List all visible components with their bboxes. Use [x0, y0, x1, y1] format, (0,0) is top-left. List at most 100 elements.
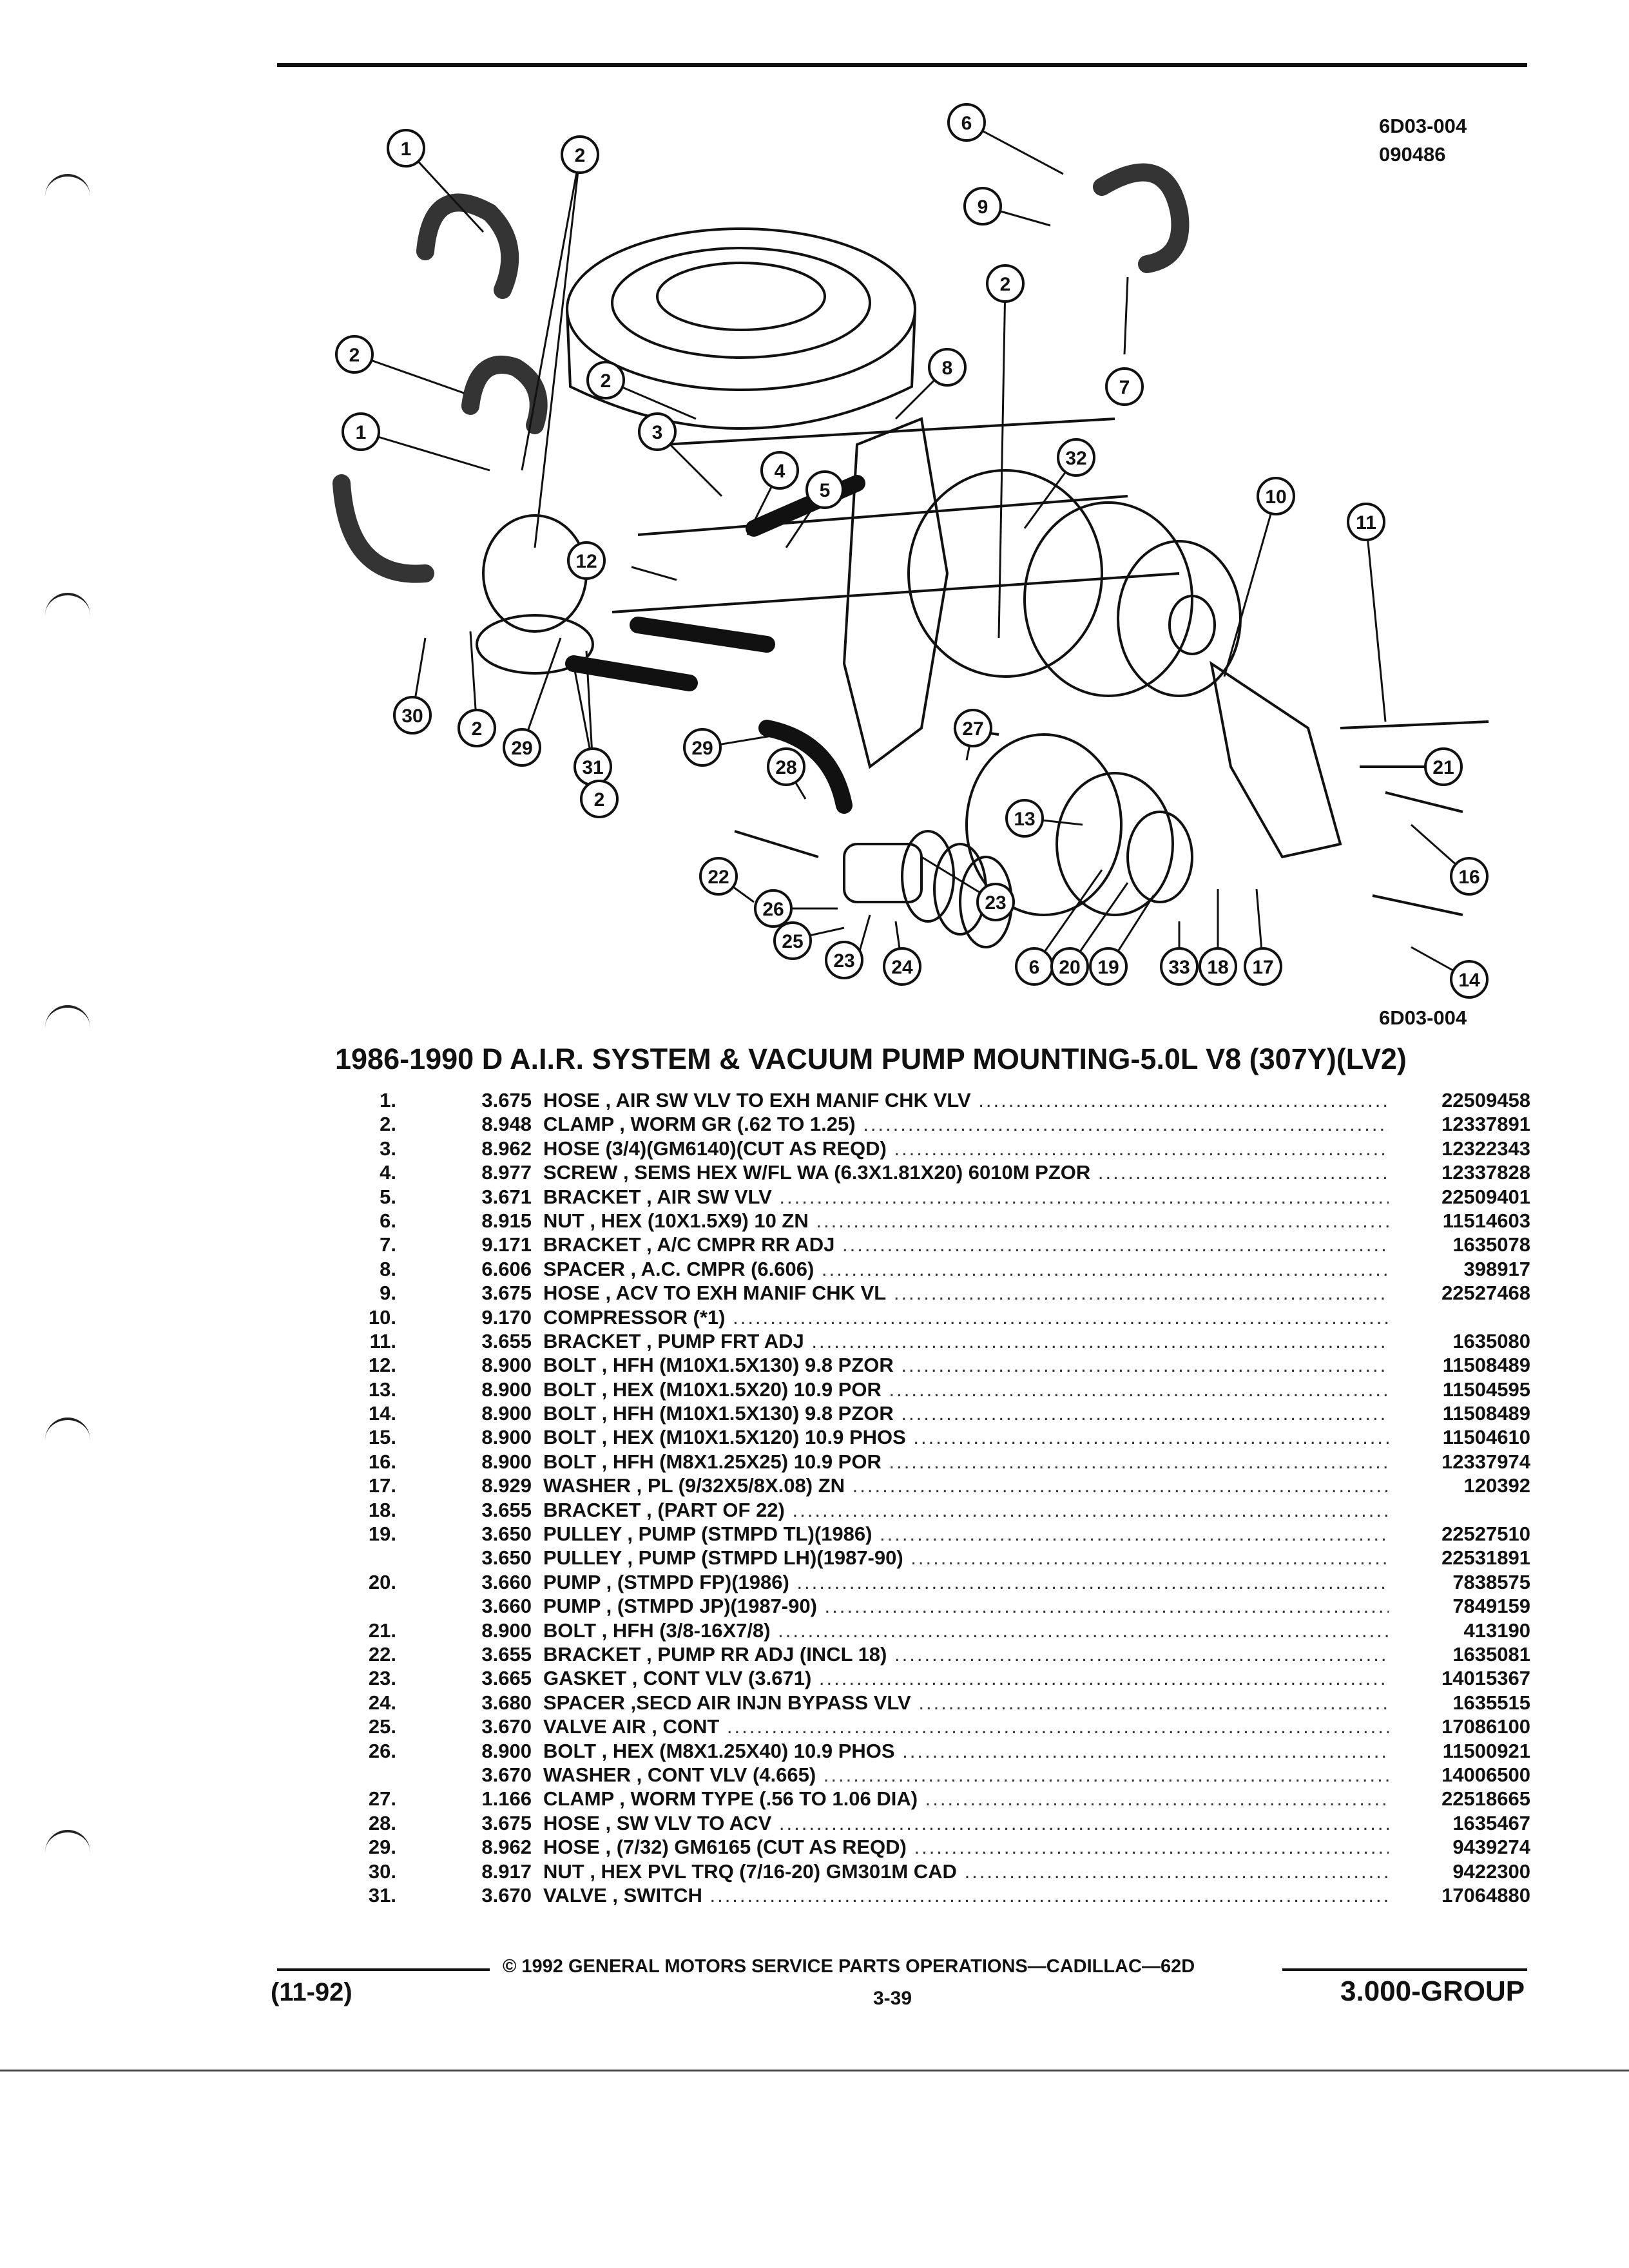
callout-number: 23	[833, 950, 854, 972]
binder-mark	[45, 593, 90, 621]
part-ref-number: 29.	[368, 1836, 396, 1859]
part-description: BOLT , HEX (M8X1.25X40) 10.9 PHOS	[543, 1740, 1389, 1763]
callout-number: 32	[1065, 448, 1086, 469]
part-number: 7838575	[1452, 1570, 1530, 1593]
part-description: BOLT , HFH (M10X1.5X130) 9.8 PZOR	[543, 1354, 1389, 1377]
group-number: 3.670	[481, 1883, 532, 1907]
callout-number: 4	[775, 461, 786, 482]
group-number: 3.670	[481, 1763, 532, 1786]
group-number: 8.900	[481, 1354, 532, 1377]
callout-number: 1	[356, 422, 367, 443]
part-description: BOLT , HFH (3/8-16X7/8)	[543, 1619, 1389, 1642]
group-number: 3.660	[481, 1595, 532, 1618]
part-number: 22509458	[1441, 1089, 1530, 1111]
callout-number: 30	[401, 706, 423, 727]
group-number: 3.675	[481, 1089, 532, 1111]
group-number: 3.670	[481, 1715, 532, 1738]
callout-number: 3	[652, 422, 663, 443]
callout-number: 21	[1432, 757, 1454, 778]
bracket-drawing	[842, 417, 949, 769]
part-ref-number: 31.	[368, 1883, 396, 1907]
part-description: PULLEY , PUMP (STMPD LH)(1987-90)	[543, 1546, 1389, 1570]
figure-date-code: 090486	[1379, 143, 1446, 166]
callout-number: 18	[1207, 957, 1228, 978]
group-number: 8.977	[481, 1161, 532, 1184]
group-number: 8.917	[481, 1860, 532, 1883]
callout-number: 33	[1168, 957, 1190, 978]
part-number: 22518665	[1441, 1787, 1530, 1811]
binder-mark	[45, 1005, 90, 1033]
part-description: HOSE , (7/32) GM6165 (CUT AS REQD)	[543, 1836, 1389, 1859]
part-description: WASHER , CONT VLV (4.665)	[543, 1763, 1389, 1787]
copyright-line: © 1992 GENERAL MOTORS SERVICE PARTS OPER…	[503, 1956, 1195, 1977]
group-label: 3.000-GROUP	[1340, 1975, 1525, 2007]
part-description: VALVE AIR , CONT	[543, 1715, 1389, 1738]
top-rule	[277, 63, 1527, 67]
part-ref-number: 25.	[368, 1715, 396, 1738]
hose-drawing	[416, 193, 519, 299]
callout-number: 2	[601, 370, 612, 392]
part-number: 120392	[1463, 1474, 1530, 1497]
part-description: PUMP , (STMPD FP)(1986)	[543, 1571, 1389, 1594]
callout-number: 16	[1458, 867, 1480, 888]
callout-number: 29	[511, 738, 532, 759]
callout-number: 10	[1265, 486, 1286, 508]
part-number: 12337974	[1441, 1450, 1530, 1473]
part-number: 7849159	[1452, 1595, 1530, 1618]
part-number: 11500921	[1442, 1739, 1530, 1762]
part-description: BRACKET , AIR SW VLV	[543, 1186, 1389, 1209]
part-number: 12322343	[1441, 1137, 1530, 1160]
part-description: HOSE , AIR SW VLV TO EXH MANIF CHK VLV	[543, 1089, 1389, 1112]
part-number: 14015367	[1441, 1667, 1530, 1690]
callout-number: 5	[820, 480, 831, 501]
part-description: BOLT , HEX (M10X1.5X120) 10.9 PHOS	[543, 1426, 1389, 1449]
part-ref-number: 20.	[368, 1570, 396, 1593]
group-number: 3.655	[481, 1498, 532, 1521]
part-ref-number: 11.	[369, 1329, 396, 1352]
part-description: CLAMP , WORM TYPE (.56 TO 1.06 DIA)	[543, 1787, 1389, 1811]
callout-number: 6	[1029, 957, 1040, 978]
part-number: 1635467	[1452, 1811, 1530, 1834]
part-description: BOLT , HEX (M10X1.5X20) 10.9 POR	[543, 1378, 1389, 1401]
group-number: 3.675	[481, 1282, 532, 1305]
part-description: NUT , HEX PVL TRQ (7/16-20) GM301M CAD	[543, 1860, 1389, 1883]
bottom-rule	[0, 2070, 1629, 2071]
part-description: SCREW , SEMS HEX W/FL WA (6.3X1.81X20) 6…	[543, 1161, 1389, 1184]
group-number: 9.171	[481, 1233, 532, 1256]
part-ref-number: 21.	[368, 1619, 396, 1642]
callout-number: 2	[472, 718, 483, 740]
callout-number: 2	[575, 145, 586, 166]
group-number: 8.900	[481, 1426, 532, 1449]
callout-number: 2	[1000, 274, 1011, 295]
part-ref-number: 1.	[380, 1089, 396, 1111]
figure-code: 6D03-004	[1379, 115, 1467, 137]
part-ref-number: 26.	[368, 1739, 396, 1762]
part-ref-number: 3.	[380, 1137, 396, 1160]
part-description: BRACKET , PUMP FRT ADJ	[543, 1330, 1389, 1353]
parts-row: 1. 3.675 HOSE , AIR SW VLV TO EXH MANIF CH…	[325, 1089, 1530, 1113]
part-description: BRACKET , PUMP RR ADJ (INCL 18)	[543, 1643, 1389, 1666]
callout-number: 20	[1059, 957, 1080, 978]
part-ref-number: 14.	[368, 1402, 396, 1425]
part-ref-number: 30.	[368, 1860, 396, 1883]
footer-rule-left	[277, 1968, 490, 1971]
part-number: 12337891	[1441, 1113, 1530, 1136]
callout-number: 13	[1014, 809, 1035, 830]
